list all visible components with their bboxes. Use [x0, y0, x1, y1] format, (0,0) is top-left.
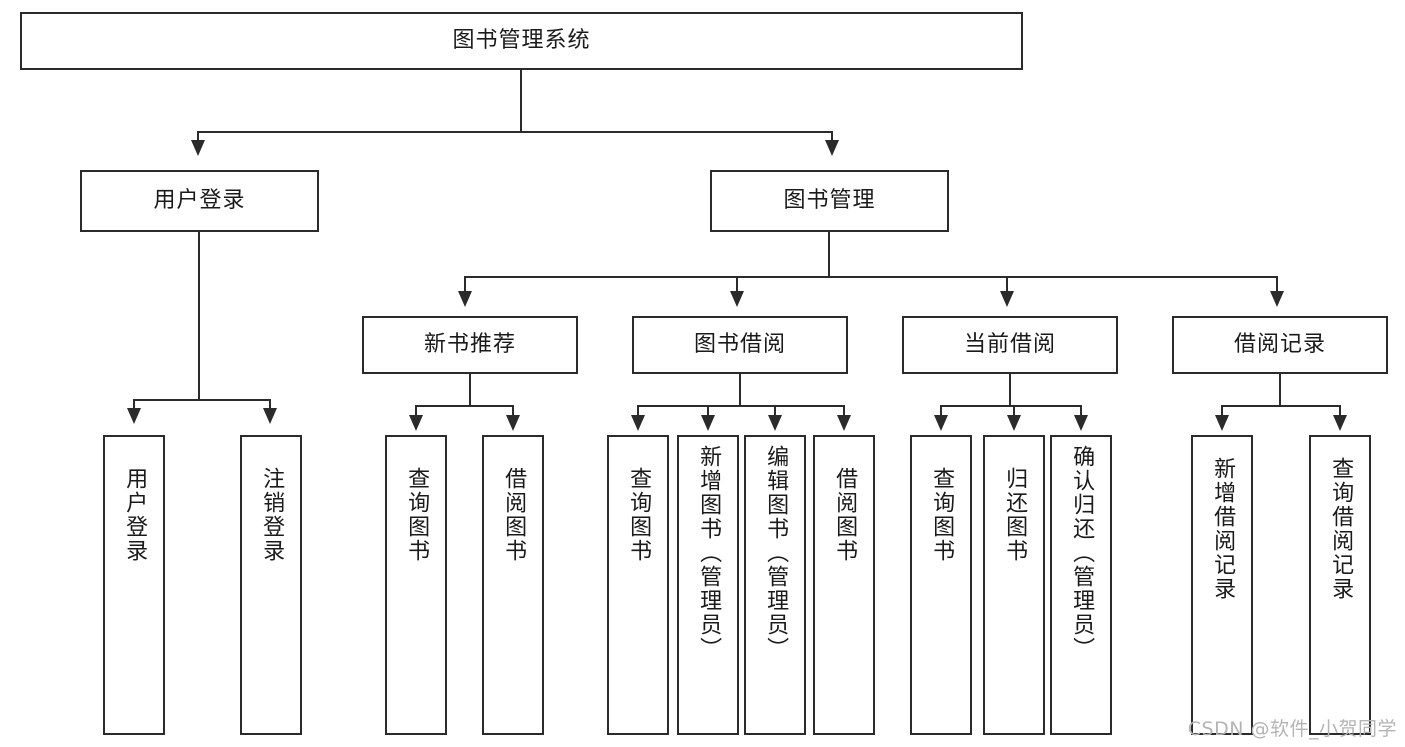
leaf-current-borrow-query[interactable]: 查询图书	[910, 435, 972, 735]
leaf-label: 查询借阅记录	[1328, 457, 1354, 601]
connector-book-manage-to-current-borrow	[1006, 276, 1008, 296]
leaf-label: 查询图书	[404, 467, 430, 563]
node-new-book-recommend[interactable]: 新书推荐	[362, 316, 578, 374]
node-root-library-system[interactable]: 图书管理系统	[20, 12, 1023, 70]
leaf-label: 查询图书	[929, 467, 955, 563]
connector-book-manage-distributor	[464, 276, 1278, 278]
leaf-label: 注销登录	[259, 467, 285, 563]
connector-user-login-to-leaf-2	[269, 399, 271, 415]
node-borrow-record[interactable]: 借阅记录	[1172, 316, 1388, 374]
arrow-current-borrow-to-leaf-3	[1074, 415, 1088, 431]
connector-book-manage-to-book-borrow	[736, 276, 738, 296]
connector-root-to-user-login	[197, 131, 199, 147]
arrow-borrow-record-to-leaf-2	[1333, 415, 1347, 431]
leaf-label: 借阅图书	[501, 467, 527, 563]
node-current-borrow[interactable]: 当前借阅	[902, 316, 1118, 374]
arrow-user-login-to-leaf-2	[263, 408, 277, 424]
connector-new-book-to-leaf-2	[512, 405, 514, 419]
leaf-book-borrow-edit[interactable]: 编辑图书（管理员）	[744, 435, 806, 735]
leaf-label: 新增图书（管理员）	[696, 445, 722, 661]
arrow-new-book-to-leaf-2	[506, 415, 520, 431]
arrow-borrow-record-to-leaf-1	[1215, 415, 1229, 431]
connector-user-login-stem	[198, 232, 200, 400]
arrow-book-manage-to-current-borrow	[1000, 291, 1014, 307]
connector-new-book-to-leaf-1	[415, 405, 417, 419]
connector-user-login-distributor	[133, 399, 270, 401]
connector-book-borrow-to-leaf-3	[774, 405, 776, 419]
leaf-book-borrow-borrow[interactable]: 借阅图书	[813, 435, 875, 735]
connector-book-borrow-stem	[739, 374, 741, 406]
leaf-borrow-record-query[interactable]: 查询借阅记录	[1309, 435, 1371, 735]
leaf-label: 用户登录	[122, 467, 148, 563]
connector-book-borrow-to-leaf-1	[637, 405, 639, 419]
connector-root-distributor	[197, 131, 833, 133]
arrow-book-manage-to-new-book	[458, 291, 472, 307]
connector-borrow-record-to-leaf-2	[1339, 405, 1341, 419]
node-label: 图书管理	[783, 187, 876, 213]
arrow-book-borrow-to-leaf-1	[631, 415, 645, 431]
connector-book-borrow-to-leaf-2	[707, 405, 709, 419]
leaf-label: 归还图书	[1002, 467, 1028, 563]
node-label: 图书借阅	[693, 331, 786, 357]
leaf-label: 新增借阅记录	[1210, 457, 1236, 601]
connector-new-book-stem	[469, 374, 471, 406]
arrow-current-borrow-to-leaf-1	[934, 415, 948, 431]
node-user-login[interactable]: 用户登录	[80, 170, 319, 232]
connector-root-to-book-manage	[831, 131, 833, 147]
leaf-borrow-record-add[interactable]: 新增借阅记录	[1191, 435, 1253, 735]
arrow-current-borrow-to-leaf-2	[1007, 415, 1021, 431]
arrow-book-borrow-to-leaf-2	[701, 415, 715, 431]
leaf-label: 编辑图书（管理员）	[763, 445, 789, 661]
arrow-book-borrow-to-leaf-4	[837, 415, 851, 431]
arrow-book-borrow-to-leaf-3	[768, 415, 782, 431]
connector-current-borrow-distributor	[940, 405, 1082, 407]
connector-user-login-to-leaf-1	[133, 399, 135, 415]
csdn-watermark: CSDN @软件_小贺同学	[1187, 718, 1397, 740]
node-book-borrow[interactable]: 图书借阅	[632, 316, 848, 374]
node-label: 当前借阅	[963, 331, 1056, 357]
connector-book-manage-to-borrow-record	[1276, 276, 1278, 296]
connector-borrow-record-stem	[1279, 374, 1281, 406]
arrow-new-book-to-leaf-1	[409, 415, 423, 431]
connector-current-borrow-to-leaf-3	[1080, 405, 1082, 419]
leaf-label: 确认归还（管理员）	[1069, 445, 1095, 661]
connector-current-borrow-to-leaf-2	[1013, 405, 1015, 419]
connector-book-manage-stem	[828, 232, 830, 277]
node-label: 用户登录	[153, 187, 246, 213]
node-book-management[interactable]: 图书管理	[710, 170, 949, 232]
connector-book-borrow-to-leaf-4	[843, 405, 845, 419]
connector-book-manage-to-new-book	[464, 276, 466, 296]
connector-new-book-distributor	[415, 405, 513, 407]
leaf-book-borrow-add[interactable]: 新增图书（管理员）	[677, 435, 739, 735]
connector-root-stem	[520, 70, 522, 132]
arrow-book-manage-to-borrow-record	[1270, 291, 1284, 307]
node-label: 借阅记录	[1233, 331, 1326, 357]
connector-book-borrow-distributor	[637, 405, 845, 407]
leaf-user-login-logout[interactable]: 注销登录	[240, 435, 302, 735]
arrow-book-manage-to-book-borrow	[730, 291, 744, 307]
connector-current-borrow-to-leaf-1	[940, 405, 942, 419]
node-label: 图书管理系统	[452, 27, 591, 53]
leaf-label: 借阅图书	[832, 467, 858, 563]
connector-current-borrow-stem	[1009, 374, 1011, 406]
leaf-current-borrow-confirm-return[interactable]: 确认归还（管理员）	[1050, 435, 1112, 735]
connector-borrow-record-distributor	[1221, 405, 1341, 407]
node-label: 新书推荐	[423, 331, 516, 357]
leaf-new-book-query[interactable]: 查询图书	[385, 435, 447, 735]
leaf-label: 查询图书	[626, 467, 652, 563]
arrow-root-to-book-manage	[825, 140, 839, 156]
leaf-current-borrow-return[interactable]: 归还图书	[983, 435, 1045, 735]
connector-borrow-record-to-leaf-1	[1221, 405, 1223, 419]
leaf-new-book-borrow[interactable]: 借阅图书	[482, 435, 544, 735]
leaf-book-borrow-query[interactable]: 查询图书	[607, 435, 669, 735]
arrow-user-login-to-leaf-1	[127, 408, 141, 424]
leaf-user-login-login[interactable]: 用户登录	[103, 435, 165, 735]
arrow-root-to-user-login	[191, 140, 205, 156]
